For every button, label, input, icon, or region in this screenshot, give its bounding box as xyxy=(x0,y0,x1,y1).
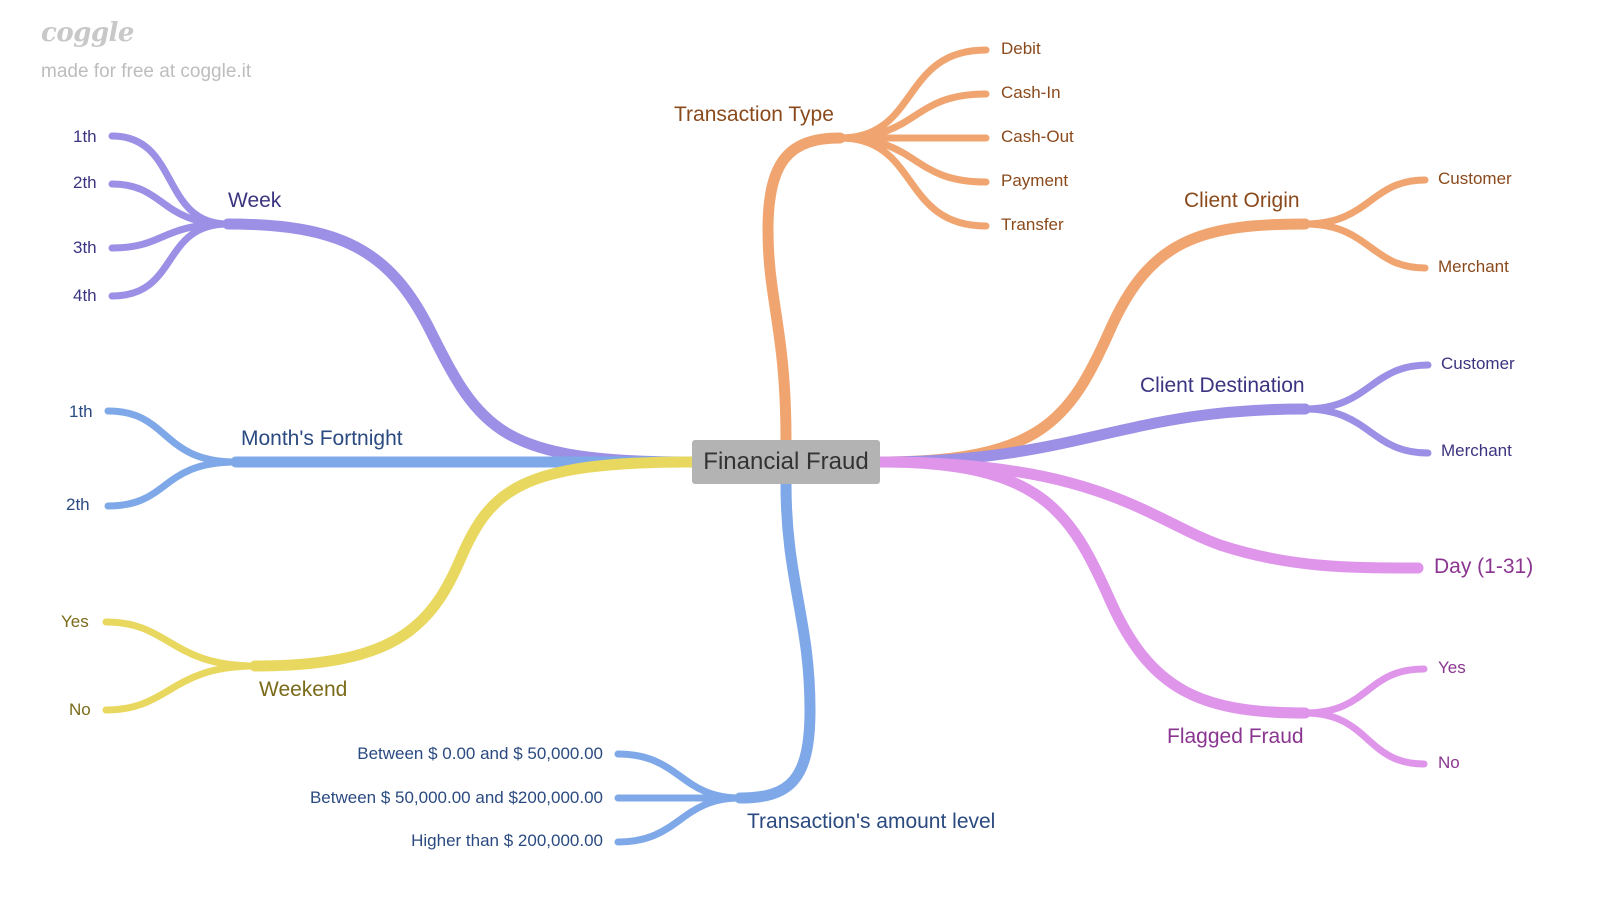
node-day[interactable]: Day (1-31) xyxy=(1434,555,1534,578)
node-flagged-fraud[interactable]: Flagged Fraud xyxy=(1167,725,1304,748)
node-payment[interactable]: Payment xyxy=(1001,171,1069,190)
connector-fortnight-1th xyxy=(104,407,240,466)
connector-destination-merchant xyxy=(1301,405,1432,457)
connector-weekend-yes xyxy=(102,618,259,670)
connector-weekend-no xyxy=(102,662,259,714)
node-fortnight-2th[interactable]: 2th xyxy=(66,495,90,514)
node-destination-merchant[interactable]: Merchant xyxy=(1441,441,1512,460)
connector-origin-merchant xyxy=(1301,220,1429,272)
connector-payment xyxy=(836,134,990,186)
connector-fortnight-2th xyxy=(104,458,240,510)
node-weekend-no[interactable]: No xyxy=(69,700,91,719)
connector-weekend xyxy=(249,456,696,672)
node-weekend[interactable]: Weekend xyxy=(259,678,348,701)
node-origin-customer[interactable]: Customer xyxy=(1438,169,1512,188)
node-week[interactable]: Week xyxy=(228,189,282,212)
node-fortnight[interactable]: Month's Fortnight xyxy=(241,427,403,450)
connector-flagged-fraud xyxy=(874,456,1311,719)
node-fortnight-1th[interactable]: 1th xyxy=(69,402,93,421)
connector-amount-3 xyxy=(614,794,744,846)
node-transaction-type[interactable]: Transaction Type xyxy=(674,103,834,126)
node-week-1th[interactable]: 1th xyxy=(73,127,97,146)
connector-day xyxy=(874,456,1424,574)
node-week-4th[interactable]: 4th xyxy=(73,286,97,305)
connector-transaction-type xyxy=(762,132,846,446)
node-debit[interactable]: Debit xyxy=(1001,39,1041,58)
connector-week-4th xyxy=(108,220,232,300)
node-amount-3[interactable]: Higher than $ 200,000.00 xyxy=(411,831,603,850)
central-node[interactable]: Financial Fraud xyxy=(692,440,880,484)
node-client-origin[interactable]: Client Origin xyxy=(1184,189,1300,212)
connector-destination-customer xyxy=(1301,361,1432,413)
coggle-logo: coggle xyxy=(41,18,134,48)
node-client-destination[interactable]: Client Destination xyxy=(1140,374,1305,397)
connector-transfer xyxy=(836,134,990,230)
connector-client-origin xyxy=(874,218,1311,468)
node-cash-in[interactable]: Cash-In xyxy=(1001,83,1061,102)
node-flagged-yes[interactable]: Yes xyxy=(1438,658,1466,677)
node-weekend-yes[interactable]: Yes xyxy=(61,612,89,631)
node-amount-level[interactable]: Transaction's amount level xyxy=(747,810,996,833)
node-cash-out[interactable]: Cash-Out xyxy=(1001,127,1074,146)
connector-cash-in xyxy=(836,90,990,142)
connector-flagged-yes xyxy=(1301,665,1428,717)
connector-week xyxy=(222,218,696,468)
node-week-2th[interactable]: 2th xyxy=(73,173,97,192)
node-transfer[interactable]: Transfer xyxy=(1001,215,1064,234)
connector-amount-1 xyxy=(614,750,744,802)
connector-flagged-no xyxy=(1301,709,1428,768)
node-week-3th[interactable]: 3th xyxy=(73,238,97,257)
node-amount-1[interactable]: Between $ 0.00 and $ 50,000.00 xyxy=(357,744,603,763)
central-node-label: Financial Fraud xyxy=(703,448,869,475)
coggle-tagline: made for free at coggle.it xyxy=(41,61,252,82)
node-amount-2[interactable]: Between $ 50,000.00 and $200,000.00 xyxy=(309,788,603,807)
connector-amount-level xyxy=(734,478,816,804)
connector-origin-customer xyxy=(1301,176,1429,228)
node-origin-merchant[interactable]: Merchant xyxy=(1438,257,1509,276)
node-flagged-no[interactable]: No xyxy=(1438,753,1460,772)
node-destination-customer[interactable]: Customer xyxy=(1441,354,1515,373)
